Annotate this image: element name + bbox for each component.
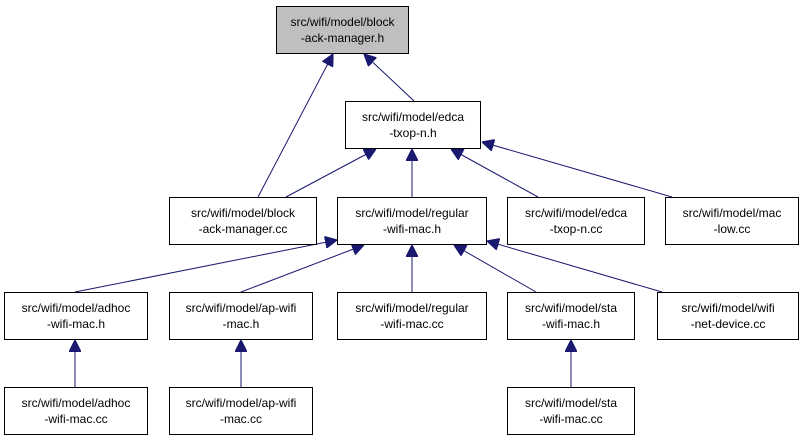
edge-adhoc-h-to-regular-h xyxy=(74,240,337,293)
file-node-adhoc-cc[interactable]: src/wifi/model/adhoc -wifi-mac.cc xyxy=(4,387,148,435)
file-node-label-line: src/wifi/model/edca xyxy=(361,110,465,124)
file-node-label-line: src/wifi/model/mac xyxy=(682,206,782,220)
file-node-label-line: -ack-manager.h xyxy=(300,31,385,45)
file-node-label-line: src/wifi/model/wifi xyxy=(681,301,775,315)
file-node-label-line: src/wifi/model/adhoc xyxy=(21,396,131,410)
file-node-label-line: src/wifi/model/block xyxy=(190,206,296,220)
edge-maclow-cc-to-edca-h xyxy=(482,142,673,198)
file-node-label-line: src/wifi/model/adhoc xyxy=(21,301,131,315)
file-node-regular-cc[interactable]: src/wifi/model/regular -wifi-mac.cc xyxy=(337,292,487,340)
file-node-adhoc-h[interactable]: src/wifi/model/adhoc -wifi-mac.h xyxy=(4,292,148,340)
file-node-label-line: -mac.cc xyxy=(220,412,262,426)
file-node-sta-cc[interactable]: src/wifi/model/sta -wifi-mac.cc xyxy=(507,387,635,435)
file-node-label-line: src/wifi/model/ap-wifi xyxy=(185,301,297,315)
file-node-label-line: -txop-n.h xyxy=(389,126,437,140)
file-node-label-line: src/wifi/model/sta xyxy=(524,396,618,410)
file-node-label-line: -wifi-mac.h xyxy=(382,222,441,236)
file-node-edca-cc[interactable]: src/wifi/model/edca -txop-n.cc xyxy=(507,197,645,245)
edge-bam-cc-to-edca-h xyxy=(285,149,376,198)
edge-sta-h-to-regular-h xyxy=(454,245,537,293)
file-node-label-line: -net-device.cc xyxy=(690,317,766,331)
file-node-label-line: -mac.h xyxy=(222,317,260,331)
file-node-label-line: -txop-n.cc xyxy=(549,222,603,236)
file-node-ap-h[interactable]: src/wifi/model/ap-wifi -mac.h xyxy=(169,292,313,340)
file-node-label-line: -wifi-mac.h xyxy=(541,317,600,331)
file-node-label-line: -wifi-mac.cc xyxy=(539,412,603,426)
edge-edca-cc-to-edca-h xyxy=(451,149,539,198)
file-node-netdev-cc[interactable]: src/wifi/model/wifi -net-device.cc xyxy=(657,292,799,340)
file-node-label-line: src/wifi/model/regular xyxy=(355,301,469,315)
file-node-bam-h: src/wifi/model/block -ack-manager.h xyxy=(276,6,409,54)
file-node-label-line: src/wifi/model/edca xyxy=(524,206,628,220)
file-node-label-line: src/wifi/model/regular xyxy=(355,206,469,220)
edge-netdev-cc-to-regular-h xyxy=(487,241,663,293)
file-node-sta-h[interactable]: src/wifi/model/sta -wifi-mac.h xyxy=(507,292,635,340)
file-node-label-line: src/wifi/model/sta xyxy=(524,301,618,315)
file-node-ap-cc[interactable]: src/wifi/model/ap-wifi -mac.cc xyxy=(169,387,313,435)
edge-bam-cc-to-bam-h xyxy=(257,54,333,198)
file-node-regular-h[interactable]: src/wifi/model/regular -wifi-mac.h xyxy=(337,197,487,245)
edge-ap-h-to-regular-h xyxy=(240,245,364,293)
file-node-label-line: src/wifi/model/ap-wifi xyxy=(185,396,297,410)
file-node-label-line: -wifi-mac.cc xyxy=(44,412,108,426)
file-node-label-line: -wifi-mac.h xyxy=(46,317,105,331)
edge-edca-h-to-bam-h xyxy=(364,54,415,102)
file-node-label-line: -wifi-mac.cc xyxy=(380,317,444,331)
file-node-label-line: src/wifi/model/block xyxy=(290,15,395,29)
file-node-label-line: -low.cc xyxy=(713,222,751,236)
file-node-label-line: -ack-manager.cc xyxy=(198,222,288,236)
file-node-edca-h[interactable]: src/wifi/model/edca -txop-n.h xyxy=(345,101,481,149)
file-node-maclow-cc[interactable]: src/wifi/model/mac -low.cc xyxy=(665,197,799,245)
file-node-bam-cc[interactable]: src/wifi/model/block -ack-manager.cc xyxy=(169,197,317,245)
